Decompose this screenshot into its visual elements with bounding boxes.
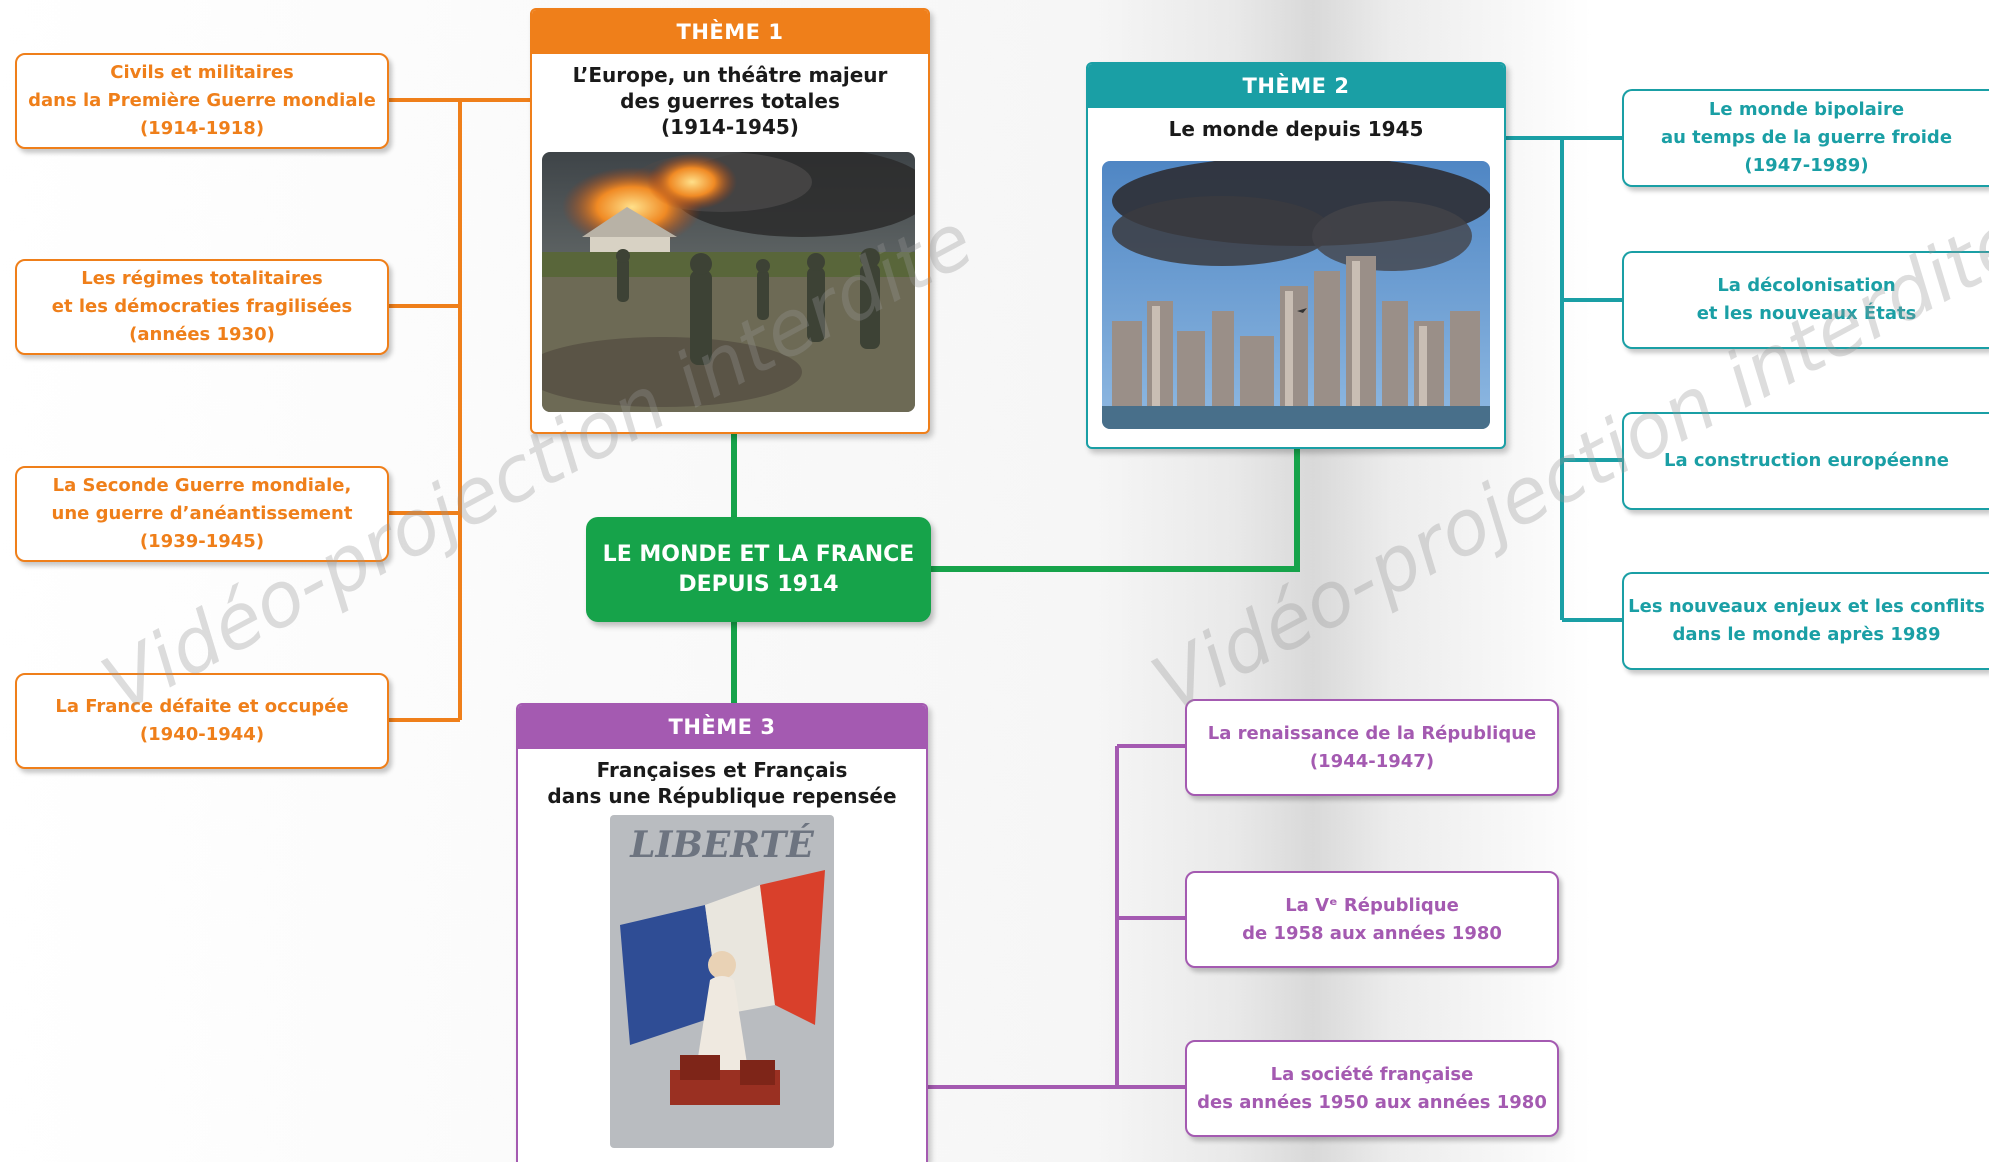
poster-title-text: LIBERTÉ xyxy=(629,824,814,866)
theme1-war-photo xyxy=(542,152,915,412)
theme2-item-3: La construction européenne xyxy=(1622,412,1989,510)
theme1-item-4: La France défaite et occupée (1940-1944) xyxy=(15,673,389,769)
theme3-liberte-poster: LIBERTÉ xyxy=(610,815,834,1148)
theme2-item-4: Les nouveaux enjeux et les conflits dans… xyxy=(1622,572,1989,670)
theme2-header: THÈME 2 xyxy=(1088,64,1504,108)
theme1-title: L’Europe, un théâtre majeur des guerres … xyxy=(572,63,888,139)
theme1-item-2: Les régimes totalitaires et les démocrat… xyxy=(15,259,389,355)
theme2-title: Le monde depuis 1945 xyxy=(1168,117,1424,141)
theme3-item-3: La société française des années 1950 aux… xyxy=(1185,1040,1559,1137)
theme3-header: THÈME 3 xyxy=(518,705,926,749)
theme1-item-1: Civils et militaires dans la Première Gu… xyxy=(15,53,389,149)
theme3-item-2: La Vᵉ République de 1958 aux années 1980 xyxy=(1185,871,1559,968)
theme2-city-photo xyxy=(1102,161,1490,429)
theme2-item-1: Le monde bipolaire au temps de la guerre… xyxy=(1622,89,1989,187)
theme3-title: Françaises et Français dans une Républiq… xyxy=(547,758,897,808)
central-topic: LE MONDE ET LA FRANCE DEPUIS 1914 xyxy=(586,517,931,622)
theme1-item-3: La Seconde Guerre mondiale, une guerre d… xyxy=(15,466,389,562)
theme2-item-2: La décolonisation et les nouveaux États xyxy=(1622,251,1989,349)
theme1-header: THÈME 1 xyxy=(532,10,928,54)
theme3-item-1: La renaissance de la République (1944-19… xyxy=(1185,699,1559,796)
